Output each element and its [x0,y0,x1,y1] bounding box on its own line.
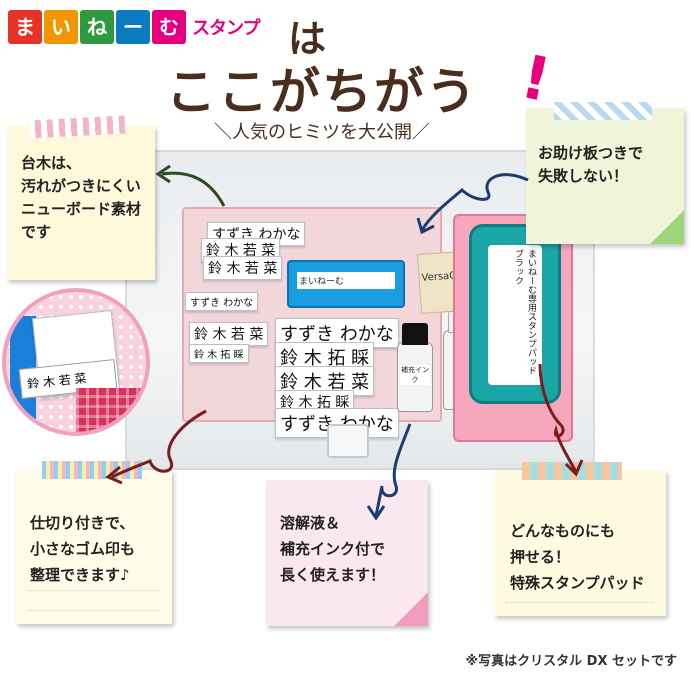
page-title: ここがちがう [166,62,478,121]
note-line: 整理できます♪ [30,566,130,584]
logo-char: む [152,10,186,44]
note-line: 長く使えます！ [280,566,386,584]
brand-logo: ま い ね ー む スタンプ [8,8,260,46]
note-line: 仕切り付きで、 [30,514,135,532]
exclamation-mark: ! [515,41,557,117]
note-line: どんなものにも [510,522,616,540]
note-line: 補充インク付で [280,540,386,558]
curly-arrow-icon [155,164,226,207]
washi-tape [554,102,652,120]
bottle-label: 補充インク [400,365,430,385]
page-fold [394,592,428,626]
logo-char: ね [80,10,114,44]
note-board-material: 台木は、 汚れがつきにくい ニューボード素材 です [7,115,155,280]
footnote: ※写真はクリスタル DX セットです [465,654,677,669]
helper-board-label: まいねーむ [297,272,395,289]
note-line: です [21,223,52,241]
closeup-circle: 鈴 木 若 菜 [2,288,150,436]
helper-board: まいねーむ [287,260,405,308]
note-rule [28,610,160,611]
stamp: すずき わかな [185,292,259,311]
curly-arrow-icon [538,363,584,477]
stamp-pad: まいねーむ専用スタンプパッド ブラック [469,224,561,404]
note-refill-ink: 溶解液＆ 補充インク付で 長く使えます！ [266,480,428,626]
note-line: 小さなゴム印も [30,540,136,558]
washi-tape [28,115,126,139]
note-rule [28,590,160,591]
stamp-pad-label: まいねーむ専用スタンプパッド ブラック [488,245,542,385]
page-subtitle: ＼人気のヒミツを大公開／ [214,122,430,143]
logo-char: ー [116,10,150,44]
logo-char: ま [8,10,42,44]
page-fold [650,210,684,244]
note-helper-board: お助け板つきで 失敗しない！ [526,102,684,244]
closeup-fabric [76,388,146,432]
product-photo: すずき わかな 鈴 木 若 菜 鈴 木 若 菜 すずき わかな 鈴 木 若 菜 … [125,150,595,470]
note-special-pad: どんなものにも 押せる！ 特殊スタンプパッド [494,462,666,616]
note-partitions: 仕切り付きで、 小さなゴム印も 整理できます♪ [16,461,172,624]
note-rule [506,602,654,603]
stamp: 鈴 木 若 菜 [189,322,269,346]
curly-arrow-icon [416,173,529,235]
curly-arrow-icon [105,409,207,485]
curly-arrow-icon [366,423,412,520]
stamp: 鈴 木 拓 睬 [189,344,249,363]
headline-particle: は [288,17,327,61]
note-line: ニューボード素材 [21,200,142,218]
note-line: 押せる！ [510,548,571,566]
note-line: 失敗しない！ [538,167,629,185]
logo-char: い [44,10,78,44]
note-line: 特殊スタンプパッド [510,574,645,592]
note-line: 溶解液＆ [280,514,341,532]
note-line: 汚れがつきにくい [21,177,141,195]
note-line: お助け板つきで [538,144,644,162]
logo-subtitle: スタンプ [192,18,260,39]
ink-bottle: 補充インク [397,323,433,412]
note-line: 台木は、 [21,154,82,172]
case-latch [327,424,369,458]
stamp: 鈴 木 若 菜 [203,256,283,280]
